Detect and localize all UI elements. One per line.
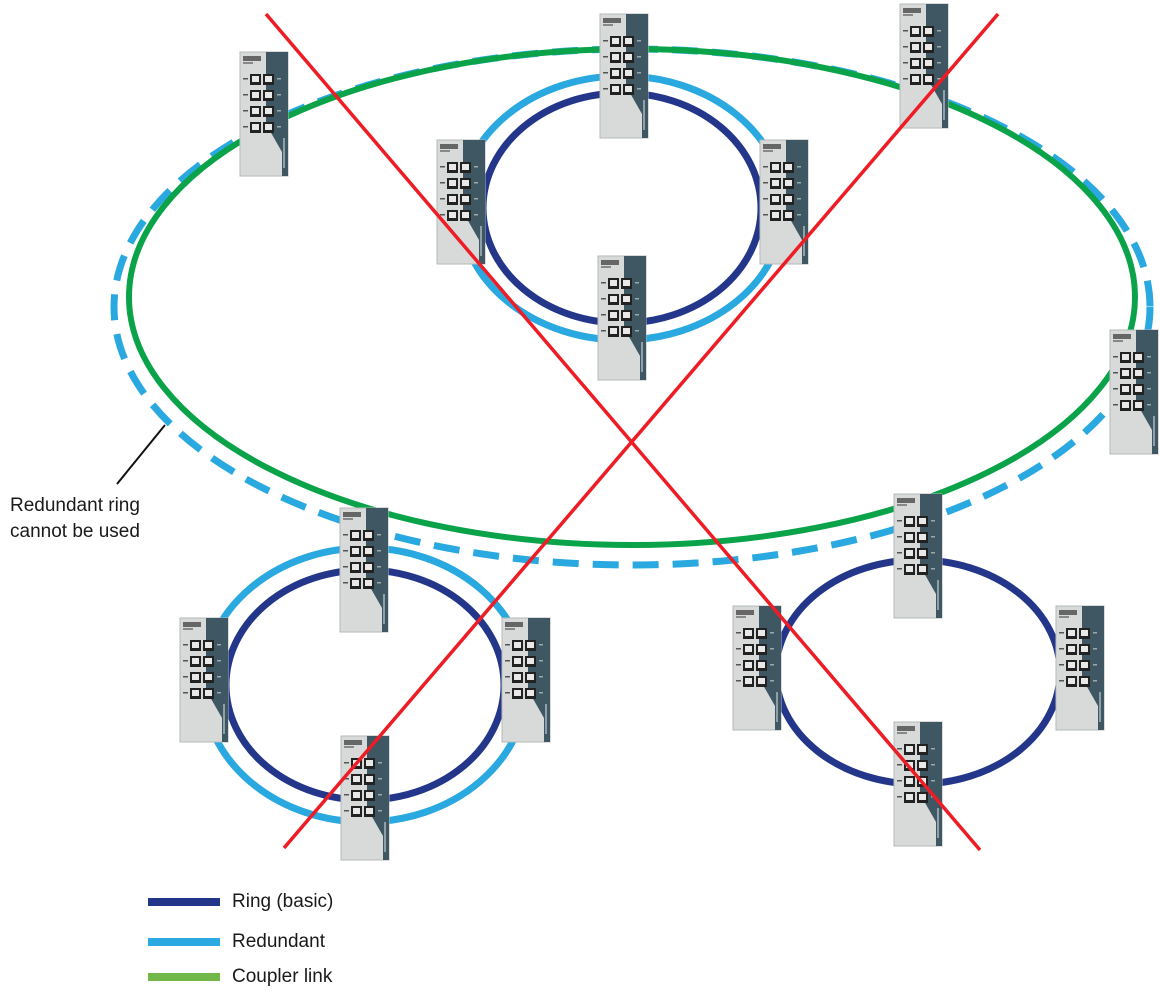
switch-icon [893,493,943,619]
switch-icon [501,617,551,743]
annotation-leader-line [116,424,166,485]
switch-icon [899,3,949,129]
switch-icon [239,51,289,177]
switch-icon [732,605,782,731]
switch-icon [179,617,229,743]
legend-swatch [148,898,220,906]
cross-line-1 [264,12,982,852]
annotation-text: Redundant ring cannot be used [10,493,140,545]
legend-item-redundant: Redundant [148,927,325,957]
switch-icon [1055,605,1105,731]
switch-icon [436,139,486,265]
legend-label: Ring (basic) [232,891,334,912]
legend-swatch [148,938,220,946]
legend-swatch [148,973,220,981]
switch-icon [599,13,649,139]
cross-line-2 [282,12,1000,850]
switch-icon [1109,329,1159,455]
legend-item-ring-basic: Ring (basic) [148,887,333,917]
legend-item-coupler-link: Coupler link [148,962,332,992]
switch-icon [597,255,647,381]
redundant-ring-outer-dashed [110,45,1154,569]
annotation-line-1: Redundant ring [10,495,140,516]
annotation-line-2: cannot be used [10,521,140,542]
switch-icon [339,507,389,633]
switch-icon [893,721,943,847]
legend-label: Coupler link [232,966,333,987]
legend-label: Redundant [232,931,325,952]
